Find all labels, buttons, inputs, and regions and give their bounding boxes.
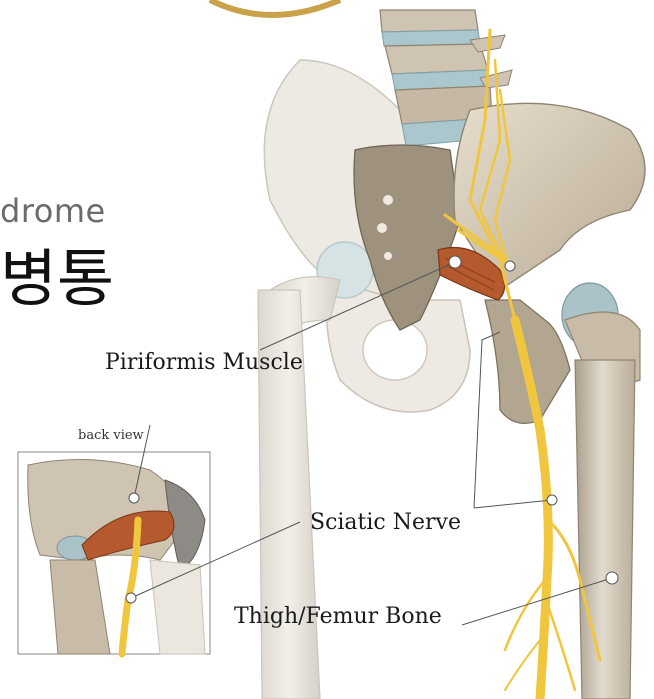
right-femur-shaft [575,360,635,699]
label-back-view: back view [78,428,144,443]
emblem-arc [210,0,340,15]
sacral-foramen [383,195,393,205]
nerve-marker [505,261,515,271]
label-sciatic-nerve: Sciatic Nerve [310,510,461,535]
sciatic-marker [547,495,557,505]
sacral-foramen [384,252,392,260]
lumbar-vertebra-2 [385,44,488,74]
piriformis-marker [449,256,461,268]
obturator-foramen [363,320,427,380]
title-korean-fragment: 병통 [0,248,114,310]
label-thigh-femur-bone: Thigh/Femur Bone [234,604,442,629]
title-english-fragment: drome [0,192,106,230]
sacral-foramen [377,223,387,233]
label-piriformis-muscle: Piriformis Muscle [105,350,303,375]
femur-marker [606,572,618,584]
disc-1 [382,30,480,46]
lumbar-vertebra-1 [380,10,478,32]
